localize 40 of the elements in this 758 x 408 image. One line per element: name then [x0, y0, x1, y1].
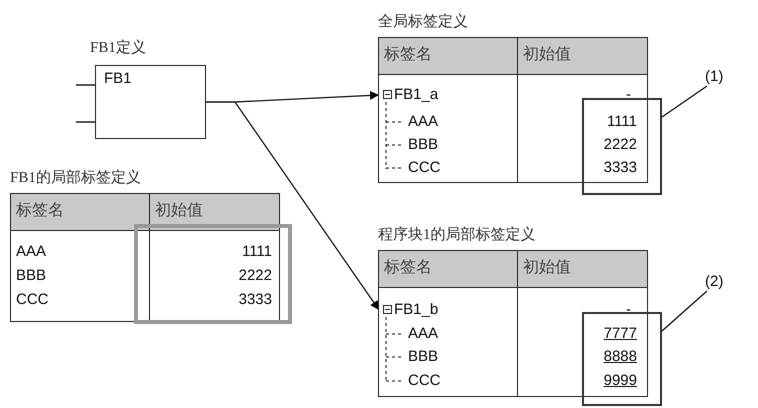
table-cell: 1111: [242, 243, 272, 261]
leader-line: [662, 86, 708, 118]
table-cell: CCC: [408, 159, 440, 177]
table-cell: BBB: [408, 348, 438, 366]
table-cell: AAA: [408, 113, 438, 131]
table-cell: AAA: [408, 325, 438, 343]
column-header: 标签名: [16, 202, 64, 220]
table-cell: 9999: [604, 372, 637, 390]
table-cell: -: [626, 301, 631, 319]
highlight-frame: [582, 312, 662, 406]
column-header: 初始值: [523, 46, 571, 64]
table-cell: CCC: [16, 291, 48, 309]
table-cell: AAA: [16, 243, 46, 261]
callout-number: (1): [705, 68, 735, 86]
table-title: FB1的局部标签定义: [10, 168, 141, 187]
table-cell: 3333: [238, 291, 272, 309]
tree-item: FB1_a: [394, 86, 438, 104]
column-header: 初始值: [155, 202, 203, 220]
table-cell: BBB: [16, 267, 46, 285]
column-header: 标签名: [384, 259, 432, 277]
leader-line: [662, 290, 708, 332]
table-cell: CCC: [408, 372, 440, 390]
table-cell: 1111: [606, 113, 637, 131]
column-header: 标签名: [384, 46, 432, 64]
table-cell: -: [626, 86, 631, 104]
table-title: 全局标签定义: [378, 12, 468, 31]
highlight-frame: [582, 98, 662, 195]
table-cell: 2222: [238, 267, 272, 285]
table-cell: 2222: [604, 136, 637, 154]
table-cell: 3333: [604, 159, 637, 177]
table-cell: 7777: [604, 325, 637, 343]
function-block: FB1: [95, 65, 206, 139]
table-cell: 8888: [604, 348, 637, 366]
table-title: 程序块1的局部标签定义: [378, 225, 536, 244]
column-header: 初始值: [523, 259, 571, 277]
table-cell: BBB: [408, 136, 438, 154]
tree-item: FB1_b: [394, 301, 438, 319]
callout-number: (2): [705, 273, 735, 291]
arrow: [206, 101, 380, 310]
block-title: FB1定义: [90, 38, 146, 57]
